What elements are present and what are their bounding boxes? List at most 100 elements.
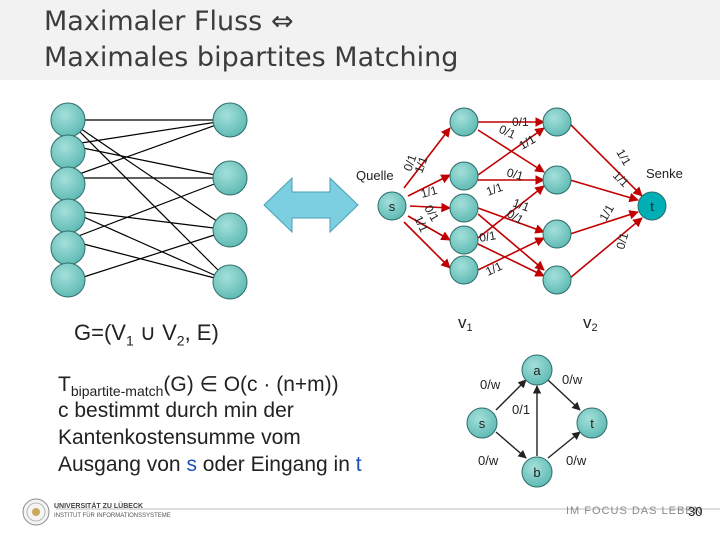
small-edge (495, 431, 527, 459)
flow-left-vertex (449, 107, 479, 137)
right-vertex (212, 264, 248, 300)
graph-def-union: ∪ V (133, 320, 177, 345)
node-b-label: b (533, 465, 540, 480)
node-s-label: s (479, 416, 486, 431)
slide-title-line-1: Maximaler Fluss ⇔ (44, 6, 294, 37)
graph-def-sub1: 1 (125, 332, 134, 349)
v1-label: v1 (458, 313, 473, 334)
edge-label: 1/1 (412, 154, 431, 175)
flow-edge (569, 123, 643, 197)
bipartite-edges (67, 119, 231, 283)
university-seal-icon (22, 498, 50, 526)
graph-def-sub2: 2 (176, 332, 185, 349)
right-vertex (212, 160, 248, 196)
left-vertex (50, 262, 86, 298)
edge-label: 1/1 (511, 196, 532, 215)
edge-label-b-t: 0/w (566, 453, 587, 468)
graph-definition: G=(V1 ∪ V2, E) (74, 320, 219, 348)
description-line-3-pre: Ausgang von (58, 453, 187, 476)
flow-edge (477, 185, 545, 239)
edge-label: 0/1 (512, 115, 529, 129)
edge-label: 1/1 (610, 168, 632, 190)
left-vertex (50, 230, 86, 266)
flow-edge (407, 215, 451, 241)
edge-label-s-a: 0/w (480, 377, 501, 392)
edge-label-a-t: 0/w (562, 372, 583, 387)
slide-title-line-2: Maximales bipartites Matching (44, 42, 459, 73)
flow-edge (407, 174, 451, 197)
left-vertex (50, 198, 86, 234)
small-network: a s t b 0/w 0/w 0/w 0/w 0/1 (466, 354, 608, 488)
edge-label: 1/1 (419, 183, 439, 201)
description-line-2: Kantenkostensumme vom (58, 426, 301, 449)
flow-edge (477, 207, 545, 234)
left-vertex (50, 166, 86, 202)
edge-label-s-b: 0/w (478, 453, 499, 468)
university-name: UNIVERSITÄT ZU LÜBECK (54, 503, 144, 510)
bipartite-edge (67, 239, 231, 283)
page-number: 30 (688, 504, 703, 519)
bipartite-graph (50, 102, 248, 300)
flow-left-vertex (449, 161, 479, 191)
node-b (521, 456, 553, 488)
flow-network (377, 107, 667, 295)
bipartite-edge (67, 144, 231, 179)
flow-edge (477, 237, 545, 271)
edge-label: 1/1 (411, 213, 431, 234)
bipartite-edge (67, 209, 231, 231)
edge-label: 0/1 (505, 165, 525, 183)
edge-label: 0/1 (613, 231, 631, 251)
flow-edge (569, 210, 639, 235)
graph-def-suffix: , E) (184, 320, 219, 345)
flow-edge (409, 202, 451, 213)
bipartite-edge (67, 119, 231, 231)
source-node-label: s (389, 199, 396, 214)
small-edge (547, 379, 581, 411)
edge-label: 0/1 (401, 152, 420, 173)
edge-label: 1/1 (484, 180, 505, 199)
bipartite-edge (67, 119, 231, 283)
left-vertex (50, 102, 86, 138)
flow-left-vertex (449, 255, 479, 285)
small-edge (547, 431, 581, 459)
edge-label: 0/1 (497, 122, 518, 142)
highlight-s: s (186, 453, 197, 476)
description-line-3: Ausgang von s oder Eingang in t (58, 451, 362, 478)
edge-label-b-a: 0/1 (512, 402, 530, 417)
graph-def-prefix: G=(V (74, 320, 126, 345)
bipartite-edge (67, 119, 231, 146)
right-vertex (212, 212, 248, 248)
v2-label: v2 (583, 313, 598, 334)
highlight-t: t (355, 453, 362, 476)
node-t (576, 407, 608, 439)
flow-edge (403, 221, 451, 269)
bipartite-edge (67, 229, 231, 283)
flow-right-vertex (542, 107, 572, 137)
node-a-label: a (533, 363, 541, 378)
senke-label: Senke (646, 166, 683, 181)
complexity-t: T (58, 373, 71, 396)
node-t-label: t (590, 416, 594, 431)
bipartite-edge (67, 209, 231, 283)
right-vertex (212, 102, 248, 138)
bipartite-edge (67, 177, 231, 241)
double-arrow-icon (263, 176, 359, 234)
edge-label: 1/1 (483, 259, 504, 279)
flow-right-vertex (542, 165, 572, 195)
node-a (521, 354, 553, 386)
complexity-formula: Tbipartite-match(G) ∈ O(c · (n+m)) (58, 372, 339, 399)
edge-label: 0/1 (478, 228, 497, 245)
flow-edge (477, 213, 545, 271)
left-vertex (50, 134, 86, 170)
complexity-rest: (G) ∈ O(c · (n+m)) (163, 373, 339, 396)
flow-right-vertex (542, 265, 572, 295)
description-line-1: c bestimmt durch min der (58, 399, 294, 422)
sink-node-label: t (650, 199, 654, 214)
description-line-3-mid: oder Eingang in (196, 453, 356, 476)
complexity-subscript: bipartite-match (70, 383, 164, 400)
flow-left-vertex (449, 225, 479, 255)
slogan: IM FOCUS DAS LEBEN (566, 505, 703, 517)
institute-name: INSTITUT FÜR INFORMATIONSSYSTEME (54, 513, 171, 519)
